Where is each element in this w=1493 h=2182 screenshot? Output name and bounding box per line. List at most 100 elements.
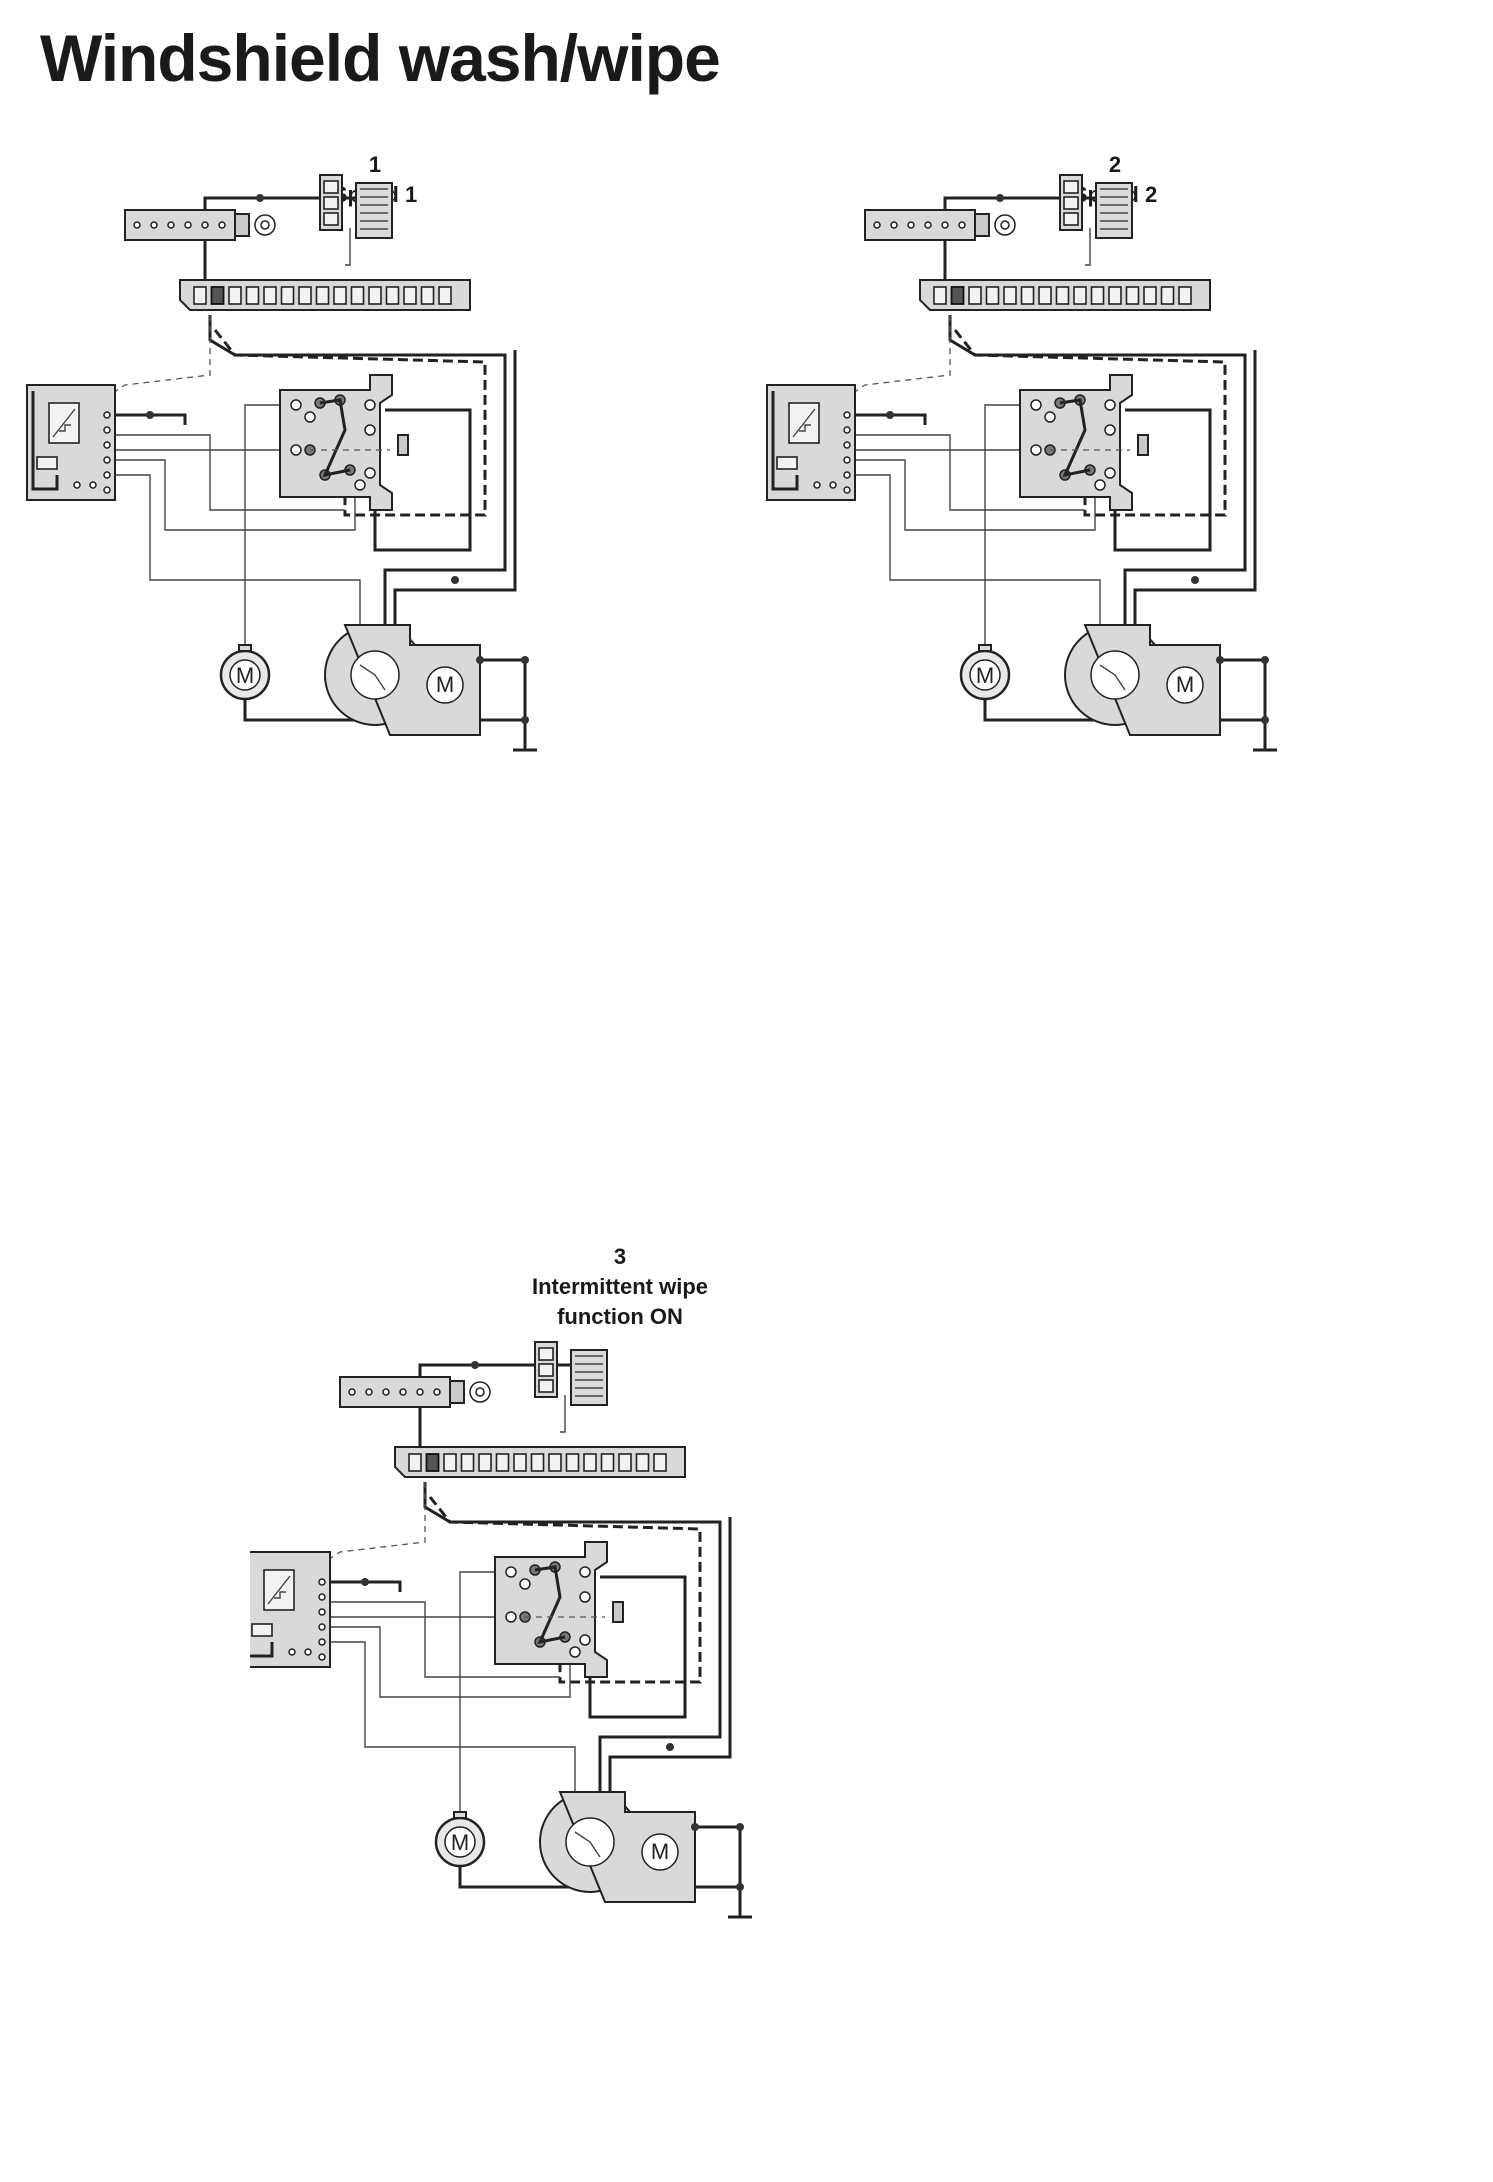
switch-contact — [433, 1388, 441, 1396]
wiper-motor-label: M — [436, 672, 454, 697]
switch-contact — [218, 221, 226, 229]
fuse-relay-module — [534, 1341, 608, 1406]
fuse — [1090, 286, 1105, 305]
fuse — [420, 286, 435, 305]
stalk-switch-contact — [364, 424, 376, 436]
fuse — [1143, 286, 1157, 305]
relay-terminal-pin — [843, 441, 851, 449]
combination-switch — [124, 209, 276, 241]
washer-motor-terminal — [978, 644, 992, 652]
relay-terminal — [323, 196, 339, 210]
switch-contact — [365, 1388, 373, 1396]
wiper-motor-armature — [641, 1833, 679, 1871]
stalk-switch-contact — [579, 1634, 591, 1646]
wire-junction — [361, 1578, 369, 1586]
fuse — [548, 1453, 562, 1472]
wiper-motor-assembly: M — [539, 1791, 699, 1903]
wire-park-return — [608, 1517, 732, 1797]
relay-timer-pulse — [799, 424, 811, 432]
fuse-active — [425, 1453, 440, 1472]
switch-contact — [890, 221, 898, 229]
stalk-switch-bridge — [534, 1565, 566, 1645]
wiring-diagram-speed-2: 2 Speed 2 MM — [745, 150, 1485, 1090]
relay-terminal — [538, 1363, 554, 1377]
fuse — [933, 286, 947, 305]
fuse — [985, 286, 1000, 305]
relay-terminal — [538, 1347, 554, 1361]
relay-timer-slash — [52, 408, 76, 438]
switch-contact — [167, 221, 175, 229]
switch-lamp-center — [260, 220, 270, 230]
wire-junction — [146, 411, 154, 419]
fuse — [1178, 286, 1192, 305]
fuse — [653, 1453, 667, 1472]
stalk-switch-contact — [290, 444, 302, 456]
stalk-switch-contact — [519, 1578, 531, 1590]
combination-switch — [864, 209, 1016, 241]
wiper-park-contacts — [1099, 664, 1126, 691]
relay-terminal — [538, 1379, 554, 1393]
relay-terminal-pin — [103, 486, 111, 494]
wiper-park-contacts — [574, 1831, 601, 1858]
fuse — [1003, 286, 1017, 305]
relay-terminal-pin — [318, 1593, 326, 1601]
fuse — [1055, 286, 1070, 305]
fuse — [1125, 286, 1140, 305]
junction-nodes — [146, 194, 529, 724]
washer-motor-core — [444, 1826, 476, 1858]
wiper-motor-ground-node — [1216, 656, 1224, 664]
stalk-switch-lever — [612, 1601, 624, 1623]
diagram-label: Intermittent wipe — [531, 1274, 708, 1299]
stalk-switch-contact — [569, 1646, 581, 1658]
intermittent-relay — [26, 384, 116, 501]
washer-motor-label: M — [236, 663, 254, 688]
diagram-number: 3 — [613, 1244, 627, 1269]
fuse — [530, 1453, 545, 1472]
wire-dashed-relay-link — [109, 315, 211, 396]
wiper-park-contacts — [359, 664, 386, 691]
switch-lamp-center — [475, 1387, 485, 1397]
washer-motor-label: M — [451, 1830, 469, 1855]
fuse — [1073, 286, 1087, 305]
relay-terminal-pin — [103, 441, 111, 449]
fuse — [443, 1453, 457, 1472]
switch-contact — [150, 221, 158, 229]
washer-motor-terminal — [238, 644, 252, 652]
relay-timer-pulse — [59, 424, 71, 432]
wire-dashed-relay-link — [849, 315, 951, 396]
relay-contact-pin — [288, 1648, 296, 1656]
fuse — [193, 286, 207, 305]
relay-timer-slash — [267, 1575, 291, 1605]
wire-junction — [666, 1743, 674, 1751]
fuse — [403, 286, 417, 305]
switch-knob — [234, 213, 250, 237]
washer-motor-label: M — [976, 663, 994, 688]
fuse — [583, 1453, 597, 1472]
wire-relay-out-c — [330, 1626, 571, 1698]
washer-motor-core — [969, 659, 1001, 691]
fuse — [1038, 286, 1052, 305]
stalk-switch-contact — [1094, 479, 1106, 491]
switch-contact — [399, 1388, 407, 1396]
wire-relay-ground — [345, 228, 351, 266]
relay-terminal — [323, 180, 339, 194]
junction-nodes — [361, 1361, 744, 1891]
relay-contact-pin — [73, 481, 81, 489]
switch-contact — [184, 221, 192, 229]
relay-terminal-pin — [103, 426, 111, 434]
junction-nodes — [886, 194, 1269, 724]
switch-knob — [449, 1380, 465, 1404]
wiper-motor-ground-node — [691, 1823, 699, 1831]
wiper-motor-assembly: M — [1064, 624, 1224, 736]
relay-terminal — [1063, 196, 1079, 210]
stalk-switch-housing — [1019, 374, 1133, 511]
fuse-active — [950, 286, 965, 305]
diagram-number: 2 — [1108, 152, 1122, 177]
switch-contact — [907, 221, 915, 229]
wire-relay-out-c — [855, 459, 1096, 531]
stalk-switch-contact — [1104, 399, 1116, 411]
wiring-diagram-speed-1: 1 Speed 1 MM — [5, 150, 745, 1090]
